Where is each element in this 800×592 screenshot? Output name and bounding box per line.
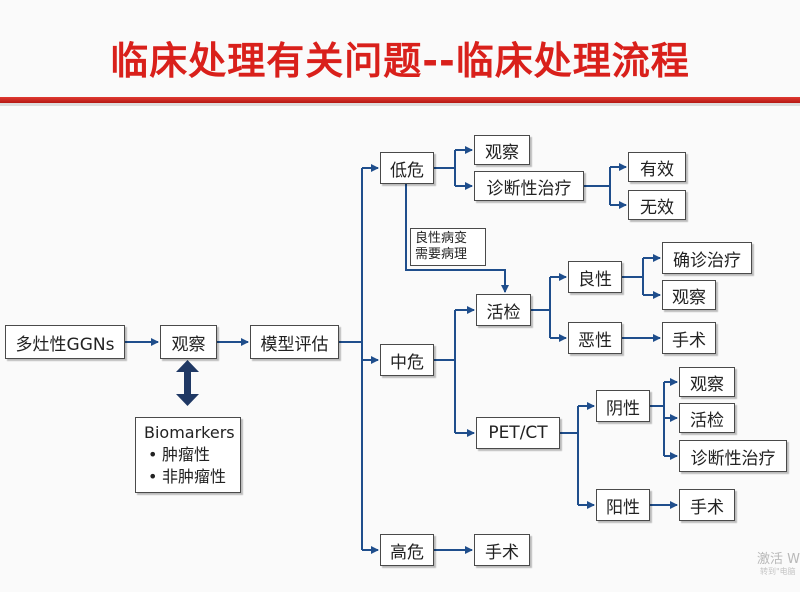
benign-change-note-line2: 需要病理 [415, 247, 468, 262]
page-title: 临床处理有关问题--临床处理流程 [110, 39, 690, 83]
low-diagnostic-treatment-box: 诊断性治疗 [474, 171, 584, 201]
biomarker-item: •肿瘤性 [148, 445, 211, 464]
low-observe-box: 观察 [474, 135, 530, 165]
negative-diagnostic-treatment-box: 诊断性治疗 [679, 440, 787, 472]
ineffective-box: 无效 [628, 190, 686, 220]
model-evaluation-box: 模型评估 [250, 325, 339, 359]
benign-change-note: 良性病变 需要病理 [410, 228, 486, 266]
malignant-surgery-box: 手术 [662, 322, 716, 354]
arrow-low-to-biopsy [405, 184, 509, 293]
negative-biopsy-box: 活检 [679, 403, 735, 433]
low-risk-box: 低危 [380, 152, 434, 184]
biomarker-item-label: 非肿瘤性 [162, 467, 227, 486]
mid-risk-box: 中危 [380, 344, 434, 376]
multifocal-ggn-box: 多灶性GGNs [5, 325, 125, 359]
biomarker-item: •非肿瘤性 [148, 467, 227, 486]
benign-change-note-line1: 良性病变 [415, 231, 468, 246]
biopsy-box: 活检 [476, 294, 531, 326]
effective-box: 有效 [628, 152, 686, 182]
malignant-box: 恶性 [568, 322, 622, 354]
observe-box: 观察 [160, 325, 217, 359]
positive-box: 阳性 [596, 489, 650, 521]
positive-surgery-box: 手术 [679, 489, 735, 521]
benign-box: 良性 [568, 261, 622, 293]
biomarker-item-label: 肿瘤性 [162, 445, 211, 464]
high-risk-surgery-box: 手术 [474, 534, 530, 566]
biomarkers-heading: Biomarkers [144, 423, 235, 442]
high-risk-box: 高危 [380, 534, 434, 566]
confirm-treatment-box: 确诊治疗 [662, 242, 752, 274]
benign-observe-box: 观察 [662, 280, 716, 310]
biomarkers-box: Biomarkers •肿瘤性 •非肿瘤性 [135, 417, 241, 493]
negative-box: 阴性 [596, 390, 650, 422]
petct-box: PET/CT [476, 417, 560, 449]
title-underline-shadow [0, 103, 800, 106]
title-underline-bar [0, 97, 800, 103]
negative-observe-box: 观察 [679, 367, 735, 397]
activation-watermark: 激活 W [757, 552, 800, 567]
activation-watermark-sub: 转到"电脑 [760, 567, 796, 576]
double-arrow-icon [176, 360, 199, 406]
